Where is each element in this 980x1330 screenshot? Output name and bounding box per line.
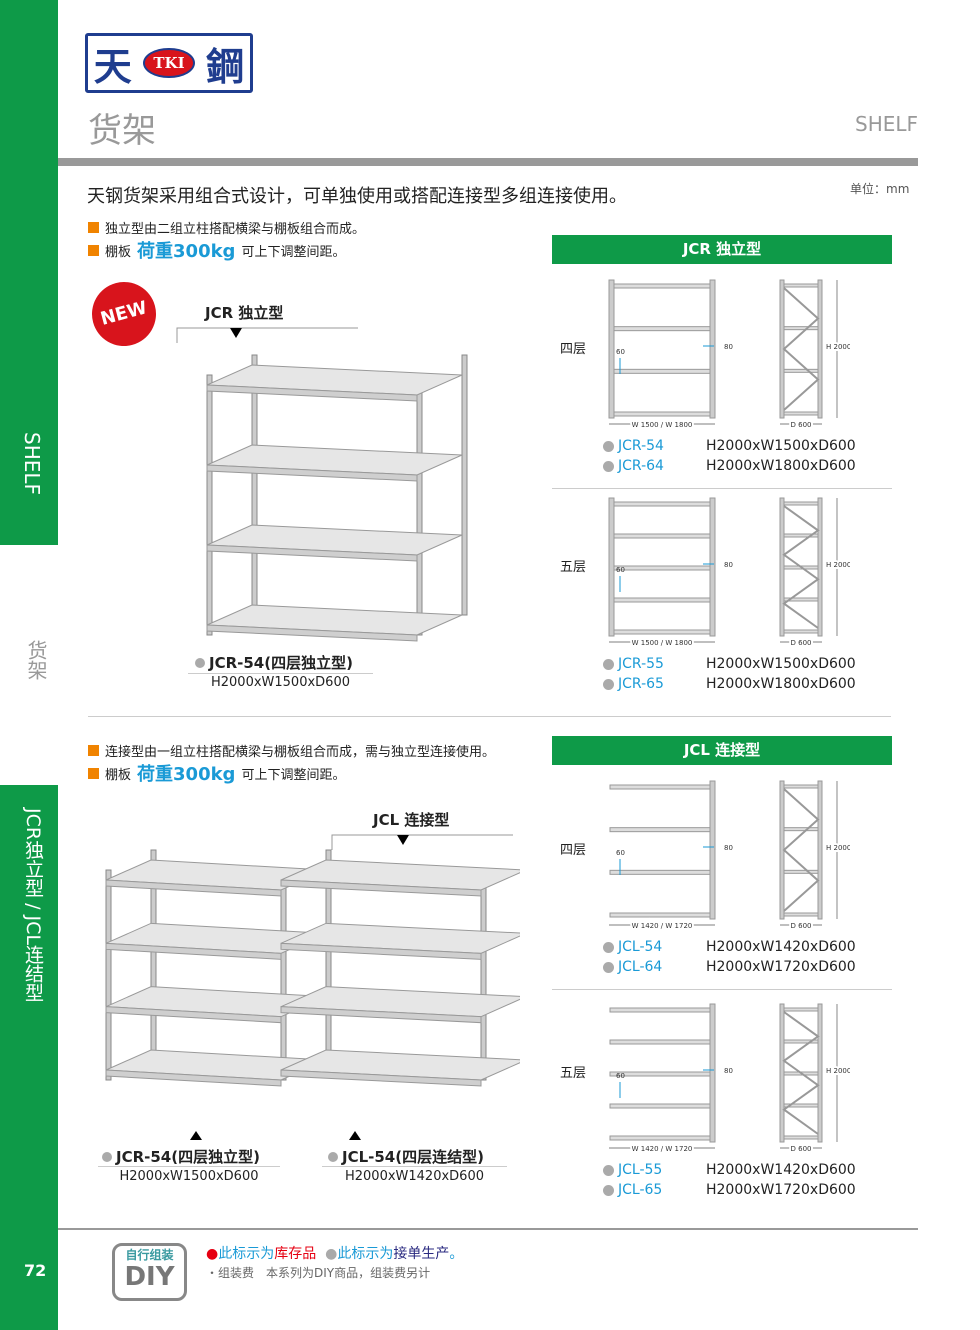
- svg-text:80: 80: [724, 1067, 733, 1075]
- level-label: 四层: [560, 843, 587, 858]
- assembly-note: ・组装费 本系列为DIY商品，组装费另计: [206, 1266, 431, 1280]
- svg-text:60: 60: [616, 1072, 625, 1080]
- svg-text:H 2000: H 2000: [826, 844, 850, 852]
- jcl-caption-left-dim: H2000xW1500xD600: [119, 1169, 259, 1184]
- jcl-caption-right: JCL-54(四层连结型): [328, 1146, 484, 1167]
- jcl-bullet-1: 连接型由一组立柱搭配横梁与棚板组合而成，需与独立型连接使用。: [88, 741, 495, 760]
- jcl-panel-title: JCL 连接型: [552, 736, 892, 765]
- sidebar-bottom: [0, 785, 58, 1330]
- svg-text:H 2000: H 2000: [826, 343, 850, 351]
- jcr-photo-caption: JCR-54(四层独立型): [195, 652, 353, 673]
- unit-label: 单位：mm: [850, 182, 910, 196]
- jcl-caption-right-dim: H2000xW1420xD600: [344, 1169, 484, 1184]
- sidebar-category-label: 货架: [24, 640, 48, 680]
- made-to-order-dot: [603, 441, 614, 452]
- stock-legend: ●此标示为库存品 ●此标示为接单生产。: [206, 1246, 464, 1262]
- svg-text:W 1500 / W 1800: W 1500 / W 1800: [632, 639, 693, 647]
- level-label: 五层: [560, 560, 587, 575]
- pointer-up-icon: [190, 1131, 202, 1140]
- sidebar-shelf-label: SHELF: [20, 432, 44, 496]
- shelf-dimension-diagram: W 1500 / W 1800 60 80 H 2000 D 600: [608, 279, 850, 431]
- diy-icon: 自行组装 DIY: [112, 1243, 187, 1301]
- svg-text:H 2000: H 2000: [826, 1067, 850, 1075]
- jcl-photo-label: JCL 连接型: [373, 811, 450, 829]
- svg-text:80: 80: [724, 343, 733, 351]
- jcr-photo-dim: H2000xW1500xD600: [210, 675, 350, 690]
- svg-text:W 1500 / W 1800: W 1500 / W 1800: [632, 421, 693, 429]
- svg-text:60: 60: [616, 849, 625, 857]
- shelf-dimension-diagram: W 1420 / W 1720 60 80 H 2000 D 600: [609, 1003, 850, 1155]
- svg-text:60: 60: [616, 348, 625, 356]
- jcl-label-pointer: [331, 834, 513, 850]
- svg-text:D 600: D 600: [791, 639, 812, 647]
- made-to-order-dot: [603, 679, 614, 690]
- page-number: 72: [24, 1261, 47, 1280]
- new-badge: NEW: [84, 274, 164, 354]
- svg-text:D 600: D 600: [791, 1145, 812, 1153]
- level-label: 四层: [560, 342, 587, 357]
- caption-divider: [98, 1166, 280, 1167]
- jcr-shelf-photo: [206, 354, 468, 642]
- sidebar-top: [0, 0, 58, 545]
- group-divider: [552, 488, 892, 489]
- made-to-order-dot: [603, 962, 614, 973]
- svg-text:D 600: D 600: [791, 922, 812, 930]
- caption-divider: [188, 673, 373, 674]
- svg-text:D 600: D 600: [791, 421, 812, 429]
- caption-divider: [322, 1166, 507, 1167]
- svg-text:W 1420 / W 1720: W 1420 / W 1720: [632, 922, 693, 930]
- footer-divider: [58, 1228, 918, 1230]
- intro-text: 天钢货架采用组合式设计，可单独使用或搭配连接型多组连接使用。: [87, 186, 627, 207]
- made-to-order-dot: [603, 1185, 614, 1196]
- section-divider: [88, 716, 891, 717]
- jcr-panel-title: JCR 独立型: [552, 235, 892, 264]
- shelf-dimension-diagram: W 1420 / W 1720 60 80 H 2000 D 600: [609, 780, 850, 932]
- jcr-bullet-1: 独立型由二组立柱搭配横梁与棚板组合而成。: [88, 218, 365, 237]
- svg-text:60: 60: [616, 566, 625, 574]
- svg-text:80: 80: [724, 844, 733, 852]
- svg-text:W 1420 / W 1720: W 1420 / W 1720: [632, 1145, 693, 1153]
- made-to-order-dot: [603, 461, 614, 472]
- page-title-en: SHELF: [855, 112, 919, 136]
- jcr-photo-label: JCR 独立型: [205, 304, 284, 322]
- jcl-caption-left: JCR-54(四层独立型): [102, 1146, 260, 1167]
- made-to-order-dot: [603, 659, 614, 670]
- shelf-dimension-diagram: W 1500 / W 1800 60 80 H 2000 D 600: [608, 497, 850, 649]
- group-divider: [552, 989, 892, 990]
- level-label: 五层: [560, 1066, 587, 1081]
- jcr-label-pointer: [176, 327, 358, 343]
- svg-text:H 2000: H 2000: [826, 561, 850, 569]
- svg-text:80: 80: [724, 561, 733, 569]
- header-divider: [58, 158, 918, 166]
- pointer-up-icon: [349, 1131, 361, 1140]
- sidebar-section-label: JCR独立型 / JCL连结型: [22, 808, 44, 1003]
- jcl-shelf-photo: [105, 849, 520, 1087]
- made-to-order-dot: [603, 1165, 614, 1176]
- made-to-order-dot: [603, 942, 614, 953]
- page-title: 货架: [88, 111, 156, 151]
